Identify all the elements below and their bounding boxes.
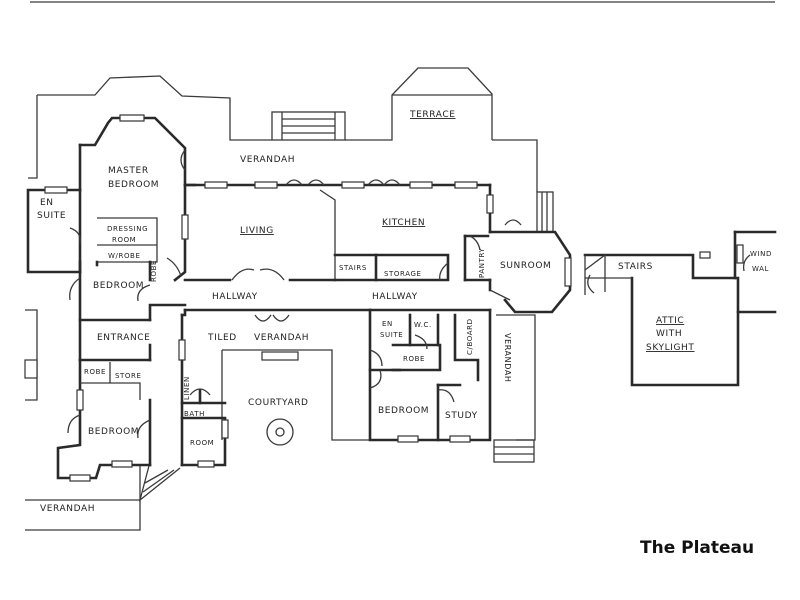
label-en-suite-left-line2: SUITE bbox=[37, 211, 66, 221]
label-window-line2: WAL bbox=[752, 265, 769, 273]
label-master-bedroom-line2: BEDROOM bbox=[108, 180, 159, 190]
label-store: STORE bbox=[115, 372, 142, 380]
label-en-suite-right-line2: SUITE bbox=[380, 331, 403, 339]
label-attic-line1: ATTIC bbox=[656, 316, 684, 326]
label-terrace: TERRACE bbox=[409, 110, 456, 120]
label-stairs-main: STAIRS bbox=[339, 264, 367, 272]
label-hallway-right: HALLWAY bbox=[372, 292, 418, 302]
label-dressing-room-line2: ROOM bbox=[112, 236, 136, 244]
label-pantry: PANTRY bbox=[478, 248, 486, 278]
label-verandah-vertical: VERANDAH bbox=[503, 333, 512, 383]
label-living: LIVING bbox=[240, 226, 274, 236]
label-en-suite-left-line1: EN bbox=[40, 198, 54, 208]
label-entrance: ENTRANCE bbox=[97, 333, 150, 343]
label-tiled: TILED bbox=[207, 333, 237, 343]
label-master-bedroom-line1: MASTER bbox=[108, 166, 149, 176]
label-sunroom: SUNROOM bbox=[500, 261, 551, 271]
label-bedroom-left: BEDROOM bbox=[93, 281, 144, 291]
label-en-suite-right-line1: EN bbox=[382, 320, 393, 328]
label-cupboard: C/BOARD bbox=[466, 318, 474, 355]
label-storage: STORAGE bbox=[384, 270, 422, 278]
label-courtyard: COURTYARD bbox=[248, 398, 309, 408]
label-linen: LINEN bbox=[183, 376, 191, 400]
label-room: ROOM bbox=[190, 439, 214, 447]
label-robe-small: ROBE bbox=[150, 260, 158, 282]
label-bedroom-lower: BEDROOM bbox=[88, 427, 139, 437]
label-robe-lower: ROBE bbox=[84, 368, 106, 376]
label-wardrobe: W/ROBE bbox=[108, 252, 140, 260]
plan-title: The Plateau bbox=[640, 538, 755, 558]
verandah-steps bbox=[493, 439, 535, 463]
label-study: STUDY bbox=[445, 411, 478, 421]
label-robe-right: ROBE bbox=[403, 355, 425, 363]
label-window-line1: WIND bbox=[750, 250, 772, 258]
label-stairs-attic: STAIRS bbox=[618, 262, 653, 272]
windows bbox=[24, 114, 744, 482]
doors bbox=[67, 149, 751, 439]
terrace-steps bbox=[271, 111, 346, 141]
label-wc: W.C. bbox=[414, 321, 432, 329]
label-verandah-top: VERANDAH bbox=[240, 155, 295, 165]
label-bath: BATH bbox=[184, 410, 205, 418]
label-attic-line2: WITH bbox=[656, 329, 682, 339]
label-kitchen: KITCHEN bbox=[382, 218, 425, 228]
verandah-outline bbox=[25, 67, 538, 531]
kitchen-steps bbox=[536, 191, 554, 233]
label-attic-line3: SKYLIGHT bbox=[646, 343, 695, 353]
room-labels: TERRACE VERANDAH MASTER BEDROOM EN SUITE… bbox=[37, 110, 772, 514]
label-hallway-left: HALLWAY bbox=[212, 292, 258, 302]
courtyard-fountain bbox=[266, 418, 294, 446]
label-dressing-room-line1: DRESSING bbox=[107, 225, 148, 233]
entrance-steps bbox=[138, 461, 181, 502]
label-verandah-tiled: VERANDAH bbox=[254, 333, 309, 343]
label-bedroom-right: BEDROOM bbox=[378, 406, 429, 416]
label-verandah-bottom: VERANDAH bbox=[40, 504, 95, 514]
